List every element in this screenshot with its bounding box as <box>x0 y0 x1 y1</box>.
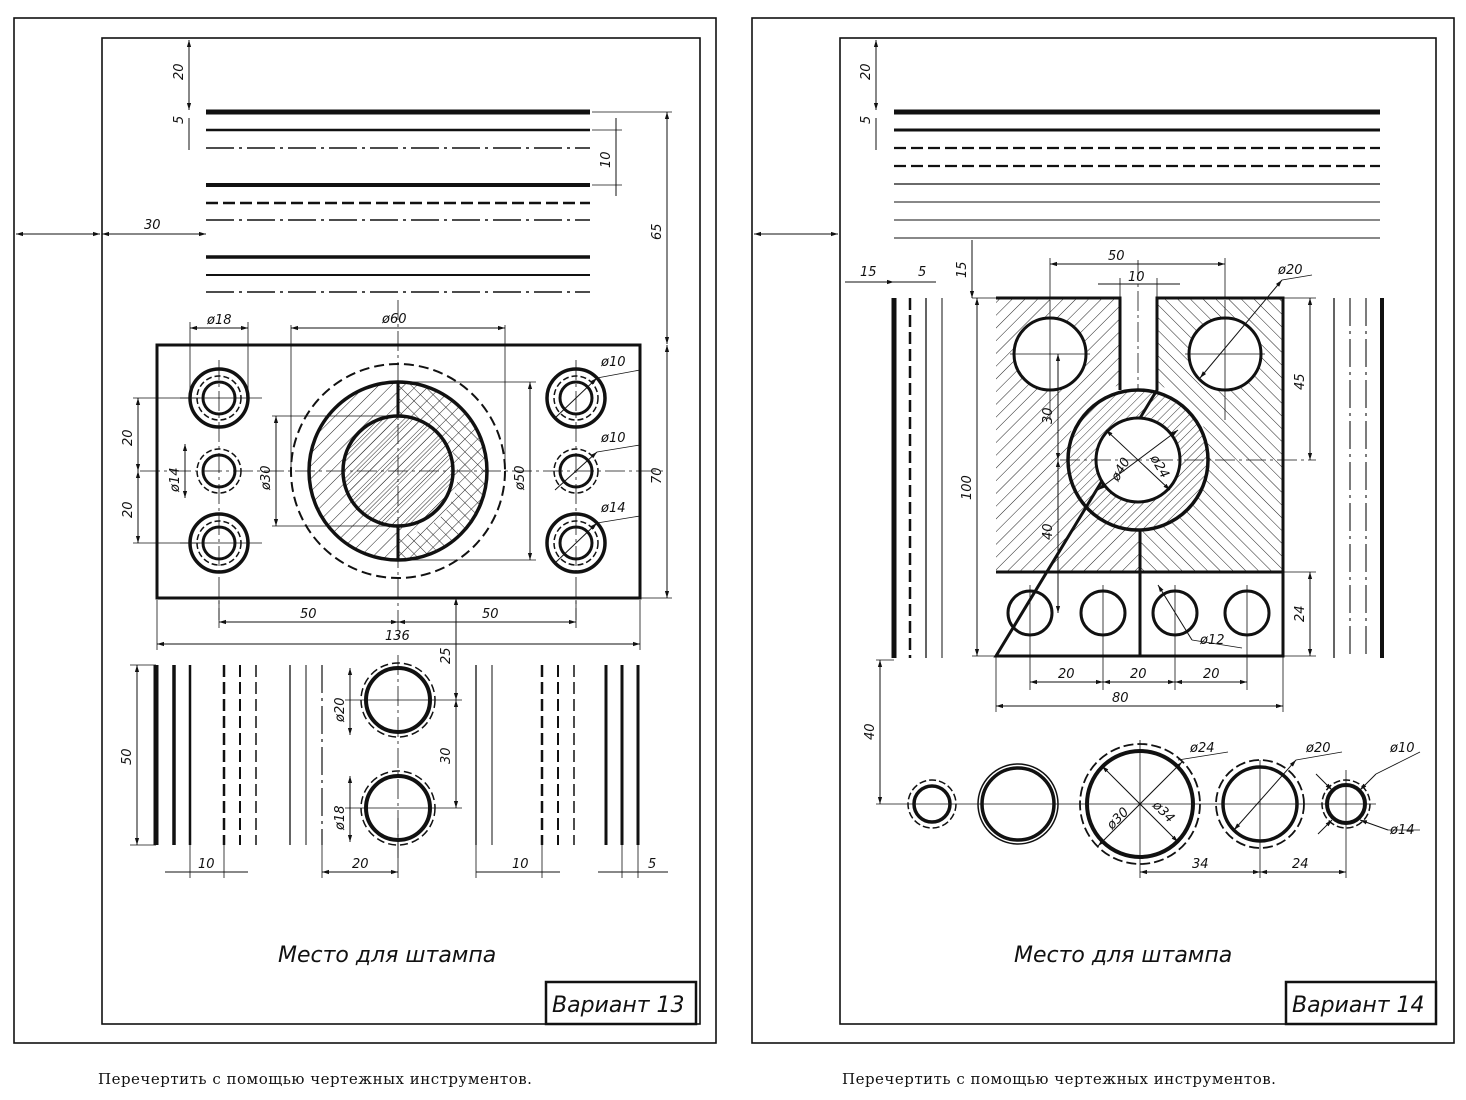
dim-50-vertical: 50 <box>120 748 135 765</box>
dim-30b: 30 <box>439 747 454 764</box>
dim-80: 80 <box>1112 691 1129 706</box>
dim-20c: 20 <box>352 857 369 872</box>
variant-box <box>1284 980 1438 1026</box>
dim-dia24b: ø24 <box>1189 741 1215 756</box>
dim-25: 25 <box>439 647 454 664</box>
dim-dia10b: ø10 <box>600 431 626 446</box>
dim-dia14-left: ø14 <box>168 468 183 494</box>
dim-dia50: ø50 <box>513 466 528 492</box>
dim-10a: 10 <box>198 857 215 872</box>
inner-hatched-disc <box>341 414 455 528</box>
sheet-variant-13: 30 20 5 10 65 <box>13 17 717 1088</box>
dim-20c: 20 <box>1203 667 1220 682</box>
plate-outline <box>155 343 642 600</box>
dim-dia10a: ø10 <box>600 355 626 370</box>
dim-24: 24 <box>1293 605 1308 622</box>
dim-34: 34 <box>1192 857 1209 872</box>
sheet-outer-border <box>751 17 1455 1044</box>
dim-dia34: ø34 <box>1148 798 1177 827</box>
caption: Перечертить с помощью чертежных инструме… <box>842 1070 1276 1088</box>
dim-dia30: ø30 <box>259 466 274 492</box>
dim-dia60: ø60 <box>381 312 407 327</box>
sheet-variant-14: 20 5 15 5 15 <box>751 17 1455 1088</box>
dim-5b: 5 <box>648 857 656 872</box>
dim-10: 10 <box>1128 270 1145 285</box>
sheet-inner-frame <box>839 37 1437 1025</box>
outer-dashed-circle <box>290 363 506 579</box>
dim-40b: 40 <box>863 723 878 740</box>
variant-label: Вариант 13 <box>552 993 685 1018</box>
dim-65: 65 <box>650 223 665 240</box>
dim-5b: 5 <box>918 265 926 280</box>
vertical-line-samples-right <box>1333 298 1384 658</box>
dim-dia30: ø30 <box>1104 805 1133 834</box>
dim-30: 30 <box>144 218 161 233</box>
dim-dia18-circle: ø18 <box>333 806 348 832</box>
bottom-circles <box>345 655 462 858</box>
sheet-outer-border <box>13 17 717 1044</box>
dim-5: 5 <box>859 116 874 124</box>
dim-15a: 15 <box>860 265 877 280</box>
ring-right-half <box>398 382 487 560</box>
variant-label: Вариант 14 <box>1292 993 1425 1018</box>
dim-dia20: ø20 <box>1277 263 1303 278</box>
dim-40: 40 <box>1041 523 1056 540</box>
dim-dia10: ø10 <box>1389 741 1415 756</box>
vertical-line-samples-left <box>891 298 943 658</box>
dim-dia14-right: ø14 <box>600 501 626 516</box>
sheet-inner-frame <box>101 37 701 1025</box>
vertical-line-samples <box>153 665 640 845</box>
dim-24b: 24 <box>1292 857 1309 872</box>
dim-100: 100 <box>960 475 975 500</box>
dim-dia12: ø12 <box>1199 633 1225 648</box>
dim-20a: 20 <box>121 429 136 446</box>
dim-136: 136 <box>385 629 410 644</box>
dim-dia14: ø14 <box>1389 823 1415 838</box>
dim-70: 70 <box>650 467 665 484</box>
hole-group-right <box>545 360 641 620</box>
dim-50: 50 <box>1108 249 1125 264</box>
dim-5: 5 <box>172 116 187 124</box>
stamp-label: Место для штампа <box>278 943 496 968</box>
dim-20a: 20 <box>1058 667 1075 682</box>
dim-dia20b: ø20 <box>1305 741 1331 756</box>
caption: Перечертить с помощью чертежных инструме… <box>98 1070 532 1088</box>
dim-20b: 20 <box>121 501 136 518</box>
variant-box <box>544 980 698 1026</box>
dim-20: 20 <box>172 63 187 80</box>
dim-dia18: ø18 <box>206 313 232 328</box>
dim-dia20-circle: ø20 <box>333 698 348 724</box>
circle-samples <box>907 740 1421 878</box>
dim-15b: 15 <box>955 261 970 278</box>
dim-20b: 20 <box>1130 667 1147 682</box>
hole-group-left <box>180 360 262 620</box>
dim-20: 20 <box>859 63 874 80</box>
dim-10b: 10 <box>512 857 529 872</box>
stamp-label: Место для штампа <box>1014 943 1232 968</box>
dim-50a: 50 <box>300 607 317 622</box>
dim-50b: 50 <box>482 607 499 622</box>
dim-30: 30 <box>1041 407 1056 424</box>
dim-45: 45 <box>1293 373 1308 390</box>
dim-10: 10 <box>599 151 614 168</box>
